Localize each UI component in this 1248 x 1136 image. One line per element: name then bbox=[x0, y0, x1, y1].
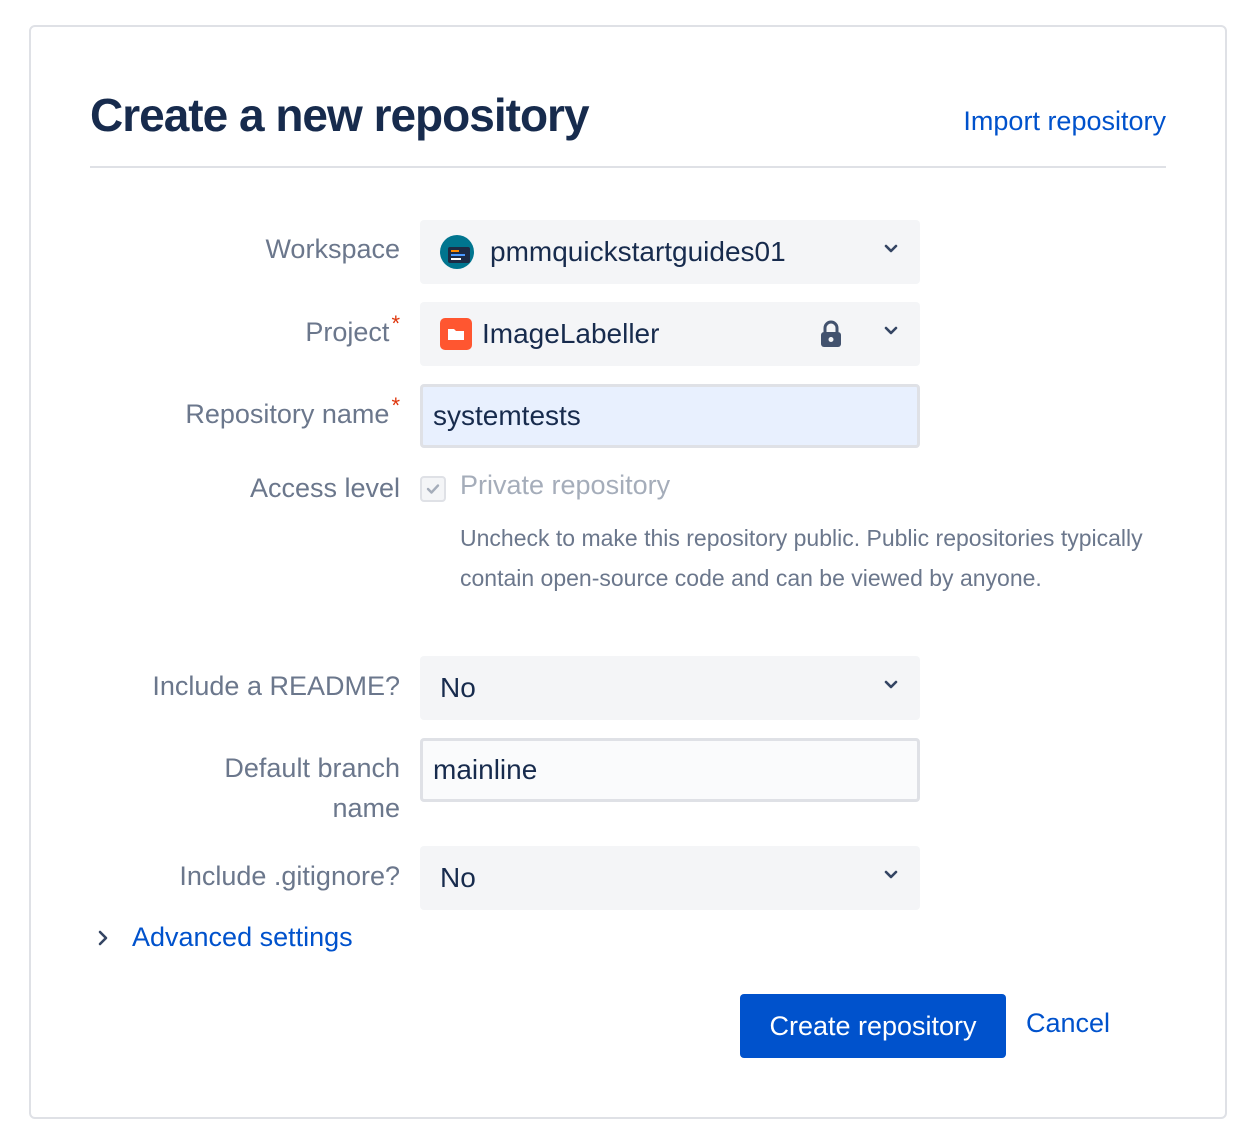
import-repository-link[interactable]: Import repository bbox=[963, 106, 1166, 136]
access-level-label: Access level bbox=[249, 473, 400, 503]
project-label: Project* bbox=[305, 311, 400, 347]
folder-icon bbox=[440, 318, 472, 350]
repository-name-input[interactable]: systemtests bbox=[420, 384, 920, 448]
advanced-settings-toggle[interactable]: Advanced settings bbox=[96, 922, 353, 953]
chevron-right-icon bbox=[98, 930, 108, 945]
gitignore-value: No bbox=[440, 862, 476, 893]
project-select[interactable]: ImageLabeller bbox=[420, 302, 920, 366]
workspace-value: pmmquickstartguides01 bbox=[490, 236, 786, 267]
workspace-select[interactable]: pmmquickstartguides01 bbox=[420, 220, 920, 284]
gitignore-label: Include .gitignore? bbox=[179, 861, 400, 891]
readme-label: Include a README? bbox=[152, 671, 400, 701]
create-repository-button[interactable]: Create repository bbox=[740, 994, 1006, 1058]
chevron-down-icon bbox=[884, 244, 898, 253]
advanced-settings-label: Advanced settings bbox=[132, 922, 353, 952]
workspace-label: Workspace bbox=[265, 234, 400, 264]
check-icon bbox=[426, 484, 440, 494]
cancel-button[interactable]: Cancel bbox=[1026, 1008, 1111, 1038]
default-branch-label: Default branch name bbox=[224, 753, 400, 823]
workspace-avatar-icon bbox=[440, 235, 474, 269]
private-repository-checkbox[interactable] bbox=[420, 476, 446, 502]
project-value: ImageLabeller bbox=[482, 318, 660, 349]
private-repository-label: Private repository bbox=[460, 470, 671, 500]
gitignore-select[interactable]: No bbox=[420, 846, 920, 910]
lock-icon bbox=[821, 320, 841, 347]
create-repository-card bbox=[29, 25, 1227, 1119]
chevron-down-icon bbox=[884, 326, 898, 335]
repository-name-value: systemtests bbox=[433, 400, 581, 431]
page-title: Create a new repository bbox=[90, 89, 590, 141]
access-level-help: Uncheck to make this repository public. … bbox=[460, 525, 1143, 591]
readme-value: No bbox=[440, 672, 476, 703]
required-marker: * bbox=[391, 393, 400, 418]
readme-select[interactable]: No bbox=[420, 656, 920, 720]
required-marker: * bbox=[391, 311, 400, 336]
default-branch-value: mainline bbox=[433, 754, 538, 785]
chevron-down-icon bbox=[884, 870, 898, 879]
chevron-down-icon bbox=[884, 680, 898, 689]
default-branch-input[interactable]: mainline bbox=[420, 738, 920, 802]
header-divider bbox=[90, 166, 1166, 168]
repository-name-label: Repository name* bbox=[185, 393, 400, 429]
